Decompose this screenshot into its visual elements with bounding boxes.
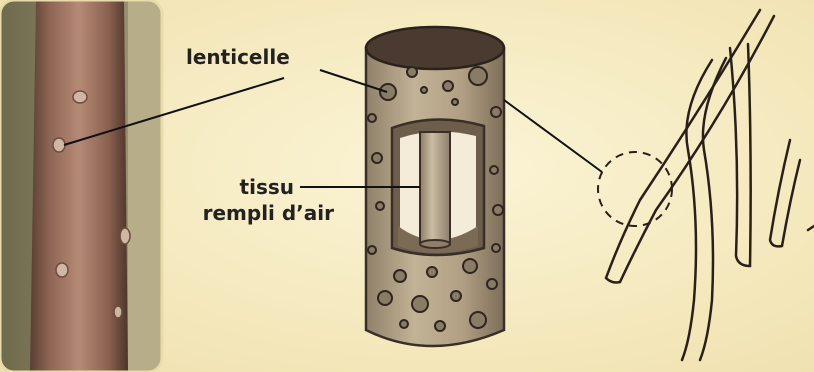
leader-lenticelle-photo [64,78,284,145]
label-air-tissue: tissu rempli d’air [176,174,334,226]
label-air-tissue-line2: rempli d’air [176,200,334,226]
label-air-tissue-line1: tissu [176,174,334,200]
label-lenticelle: lenticelle [186,44,290,70]
leader-lenticelle-cylinder [320,70,387,92]
leader-cylinder-to-root [504,100,602,172]
